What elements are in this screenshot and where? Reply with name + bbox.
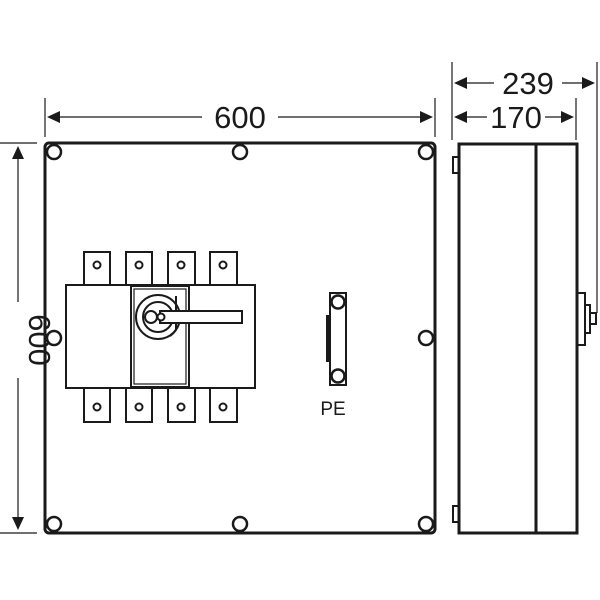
screw-hole-top-middle bbox=[231, 143, 249, 161]
screw-hole-bottom-middle bbox=[231, 515, 249, 533]
side-total-depth-label: 239 bbox=[502, 66, 554, 101]
hinge-bottom bbox=[452, 505, 460, 523]
screw-hole-middle-right bbox=[417, 329, 435, 347]
hinge-top bbox=[452, 156, 460, 174]
bottom-terminals bbox=[83, 387, 238, 423]
switch-disconnector bbox=[65, 251, 256, 423]
enclosure-front-view bbox=[43, 141, 437, 535]
screw-hole-bottom-left bbox=[45, 515, 63, 533]
pe-label: PE bbox=[320, 399, 345, 420]
pe-terminal: PE bbox=[320, 292, 347, 420]
rotary-handle-icon bbox=[135, 294, 243, 340]
screw-hole-middle-left bbox=[45, 329, 63, 347]
screw-hole-bottom-right bbox=[417, 515, 435, 533]
side-body-depth-label: 170 bbox=[490, 100, 542, 135]
dimension-side-depth: 239 170 bbox=[451, 62, 598, 313]
cable-gland-icon bbox=[576, 292, 597, 346]
enclosure-side-view bbox=[452, 142, 597, 535]
dimension-front-width: 600 bbox=[44, 98, 436, 137]
screw-hole-top-left bbox=[45, 143, 63, 161]
screw-hole-top-right bbox=[417, 143, 435, 161]
front-width-label: 600 bbox=[214, 100, 266, 135]
top-terminals bbox=[83, 251, 238, 286]
